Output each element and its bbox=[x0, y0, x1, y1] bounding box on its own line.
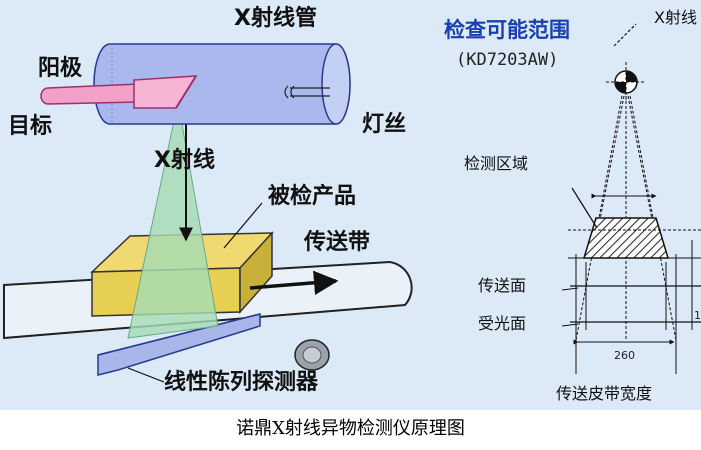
diagram-caption: 诺鼎X射线异物检测仪原理图 bbox=[236, 418, 465, 439]
conveyor-surface-tick bbox=[561, 287, 579, 291]
receiving-surface-label: 受光面 bbox=[478, 314, 527, 333]
detection-area-leader bbox=[571, 187, 598, 229]
dimension-verticals bbox=[575, 240, 693, 374]
detection-area-label: 检测区域 bbox=[464, 154, 529, 173]
anode-rod bbox=[40, 83, 139, 105]
xray-label: X射线 bbox=[154, 148, 215, 173]
target-label: 目标 bbox=[8, 114, 53, 139]
conveyor-roller-hub bbox=[302, 346, 322, 364]
detection-area bbox=[582, 217, 670, 259]
belt-width-label: 传送皮带宽度 bbox=[556, 384, 653, 403]
detector-leader bbox=[127, 367, 165, 383]
line-detector-label: 线性陈列探测器 bbox=[164, 370, 319, 395]
inspected-product-label: 被检产品 bbox=[268, 184, 357, 209]
xray-tube-end bbox=[321, 43, 351, 125]
conveyor-direction-arrow bbox=[249, 270, 339, 295]
filament-label: 灯丝 bbox=[362, 112, 407, 137]
range-title: 检查可能范围 bbox=[444, 18, 570, 42]
conveyor-surface-label: 传送面 bbox=[478, 276, 527, 295]
diagram-graphics bbox=[3, 23, 701, 383]
anode-label: 阳极 bbox=[38, 56, 83, 81]
line-detector-top bbox=[97, 313, 261, 356]
xray-beam bbox=[127, 101, 219, 339]
receiving-surface-tick bbox=[561, 323, 579, 327]
filament-icon bbox=[284, 85, 330, 99]
model-number: (KD7203AW) bbox=[456, 50, 559, 70]
conveyor-belt-label: 传送带 bbox=[304, 230, 371, 255]
product-leader bbox=[223, 202, 263, 249]
right-dimension-value: 1 bbox=[694, 309, 701, 322]
xray-tube-label: X射线管 bbox=[234, 6, 317, 31]
product-side bbox=[239, 231, 273, 314]
source-leader bbox=[613, 23, 637, 47]
anode-target-face bbox=[175, 75, 197, 109]
dimension-value: 260 bbox=[614, 349, 635, 362]
xray-source-icon bbox=[606, 62, 646, 102]
source-label: X射线 bbox=[654, 8, 697, 27]
